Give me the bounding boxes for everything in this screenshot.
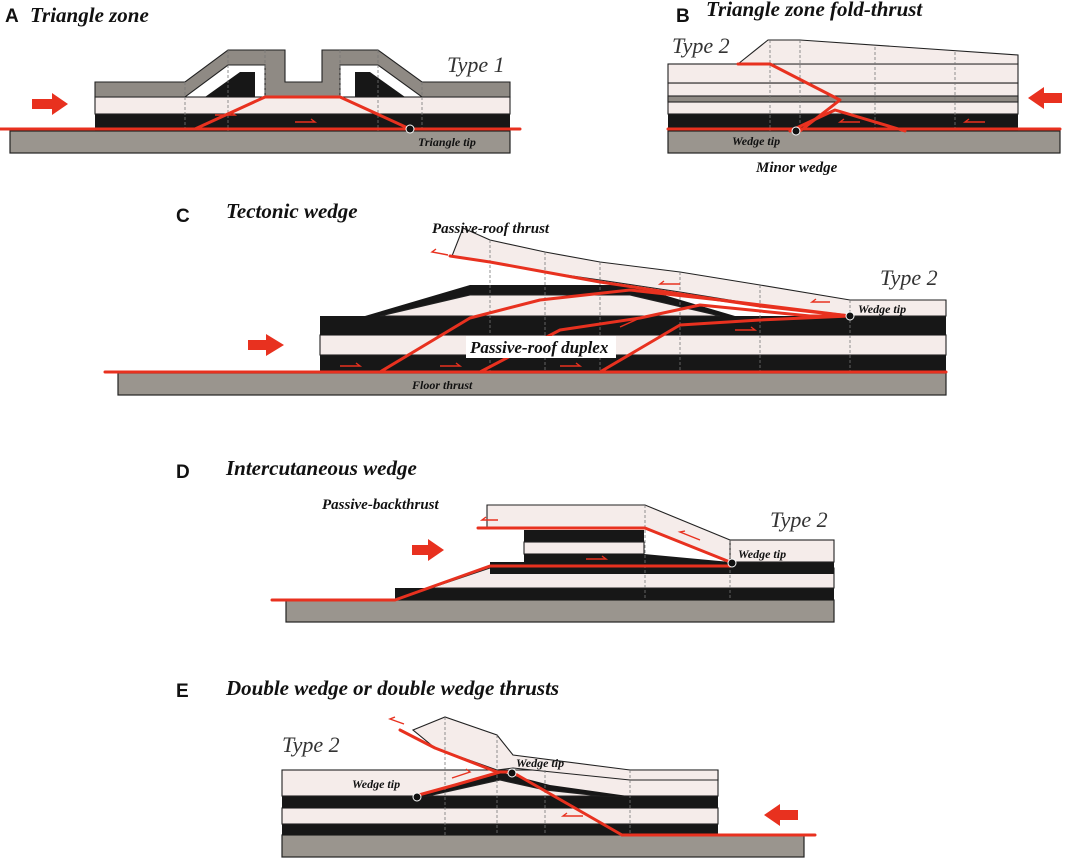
panel-b-minor-wedge-fault	[788, 108, 907, 133]
panel-d-dashed-lines	[644, 505, 731, 600]
panel-c-duplex-roof-fault	[378, 288, 852, 374]
panel-b-title: Triangle zone fold-thrust	[706, 0, 923, 21]
panel-e-lower-wedge-fault	[413, 770, 502, 798]
panel-c-basement	[117, 372, 947, 396]
panel-b-wedge-tip-point	[791, 126, 801, 136]
panel-b-letter: B	[676, 6, 690, 27]
panel-e-wedge-tip-1-label: Wedge tip	[352, 777, 400, 791]
panel-d-wedge-dark-1	[524, 530, 644, 542]
panel-c-type-label: Type 2	[880, 265, 938, 290]
panel-d-wedge-light	[523, 541, 645, 555]
panel-b-dashed-lines	[769, 40, 956, 131]
panel-b: B Triangle zone fold-thrust Type 2 Wedge…	[666, 0, 1062, 176]
panel-c: C Tectonic wedge Type 2 Wedge tip Passiv…	[103, 199, 948, 396]
panel-c-dashed-lines	[489, 240, 851, 373]
panel-c-compression-arrow	[248, 334, 284, 356]
panel-d-basement	[285, 599, 835, 623]
panel-d: D Intercutaneous wedge Type 2 Wedge tip …	[176, 456, 835, 623]
panel-c-slip-arrows	[340, 280, 830, 367]
panel-e-upper-thrust-sheet	[411, 716, 719, 781]
panel-c-roof-thrust-arrow	[430, 248, 449, 256]
panel-d-dark-layer-low	[395, 588, 834, 600]
panel-a-triangle-tip-label: Triangle tip	[418, 135, 476, 149]
panel-b-upper-light-layer	[667, 63, 1019, 84]
panel-c-letter: C	[176, 206, 190, 227]
panel-b-basement	[667, 130, 1061, 154]
panel-c-duplex-fault-2	[598, 314, 852, 374]
panel-a-fold-core-left	[205, 72, 255, 97]
panel-b-thrust-sheet	[736, 39, 1019, 65]
panel-e-compression-arrow	[764, 804, 798, 826]
panel-e-wedge-tip-2-label: Wedge tip	[516, 756, 564, 770]
panel-a-light-layer	[94, 96, 511, 115]
panel-a-triangle-tip-point	[405, 124, 415, 134]
panel-d-title: Intercutaneous wedge	[225, 456, 417, 480]
panel-c-passive-roof-duplex-label: Passive-roof duplex	[469, 338, 609, 357]
panel-c-dark-layer-low	[320, 355, 946, 373]
panel-e: E Double wedge or double wedge thrusts T…	[176, 676, 817, 858]
panel-d-wedge-tip-label: Wedge tip	[738, 547, 786, 561]
panel-e-wedge-tip-1-point	[412, 792, 422, 802]
panel-c-floor-thrust-label: Floor thrust	[411, 378, 473, 392]
panel-d-passive-backthrust-label: Passive-backthrust	[322, 497, 440, 513]
panel-e-letter: E	[176, 681, 189, 702]
panel-e-dark-layer-mid	[282, 796, 718, 808]
panel-e-title: Double wedge or double wedge thrusts	[225, 676, 559, 700]
panel-e-light-layer-low	[281, 807, 719, 825]
panel-c-title: Tectonic wedge	[226, 199, 358, 223]
panel-c-duplex-light	[379, 294, 721, 317]
panel-a-title: Triangle zone	[30, 3, 149, 27]
panel-b-compression-arrow	[1028, 87, 1062, 109]
panel-d-wedge-dark-2	[524, 554, 730, 562]
panel-a: A Triangle zone Type 1 Triangle tip	[0, 3, 522, 154]
panel-c-wedge-tip-point	[845, 311, 855, 321]
panel-e-type-label: Type 2	[282, 732, 340, 757]
panel-c-wedge-tip-label: Wedge tip	[858, 302, 906, 316]
panel-a-type-label: Type 1	[447, 52, 505, 77]
panel-e-basement	[281, 834, 805, 858]
panel-d-wedge-tip-point	[727, 558, 737, 568]
panel-b-minor-wedge-label: Minor wedge	[755, 160, 838, 176]
panel-d-backthrust-fault	[476, 526, 732, 564]
panel-a-fold-core-right	[355, 72, 405, 97]
panel-a-dashed-lines	[184, 50, 423, 131]
panel-a-triangle-fault	[193, 95, 412, 131]
panel-e-wedge-tip-2-point	[507, 768, 517, 778]
panel-e-slip-arrows	[388, 716, 583, 817]
panel-a-slip-arrows	[215, 111, 318, 123]
panel-a-compression-arrow	[32, 93, 68, 115]
panel-d-compression-arrow	[412, 539, 444, 561]
panel-d-type-label: Type 2	[770, 507, 828, 532]
panel-c-dark-layer-high	[320, 316, 946, 335]
panel-b-slip-arrows	[837, 118, 985, 123]
panel-d-dark-layer-mid	[490, 562, 834, 574]
panel-e-dashed-lines	[444, 717, 631, 835]
panel-b-grey-band	[667, 95, 1019, 103]
panel-a-letter: A	[5, 6, 19, 27]
panel-c-duplex-label-bg	[466, 336, 616, 358]
panel-c-passive-roof-thrust-label: Passive-roof thrust	[432, 221, 550, 237]
panel-d-slip-arrows	[479, 516, 701, 560]
panel-d-floor-fault	[270, 564, 732, 602]
panel-e-dark-layer-low	[282, 824, 718, 835]
panel-b-type-label: Type 2	[672, 33, 730, 58]
panel-b-wedge-tip-label: Wedge tip	[732, 134, 780, 148]
panel-d-letter: D	[176, 462, 190, 483]
